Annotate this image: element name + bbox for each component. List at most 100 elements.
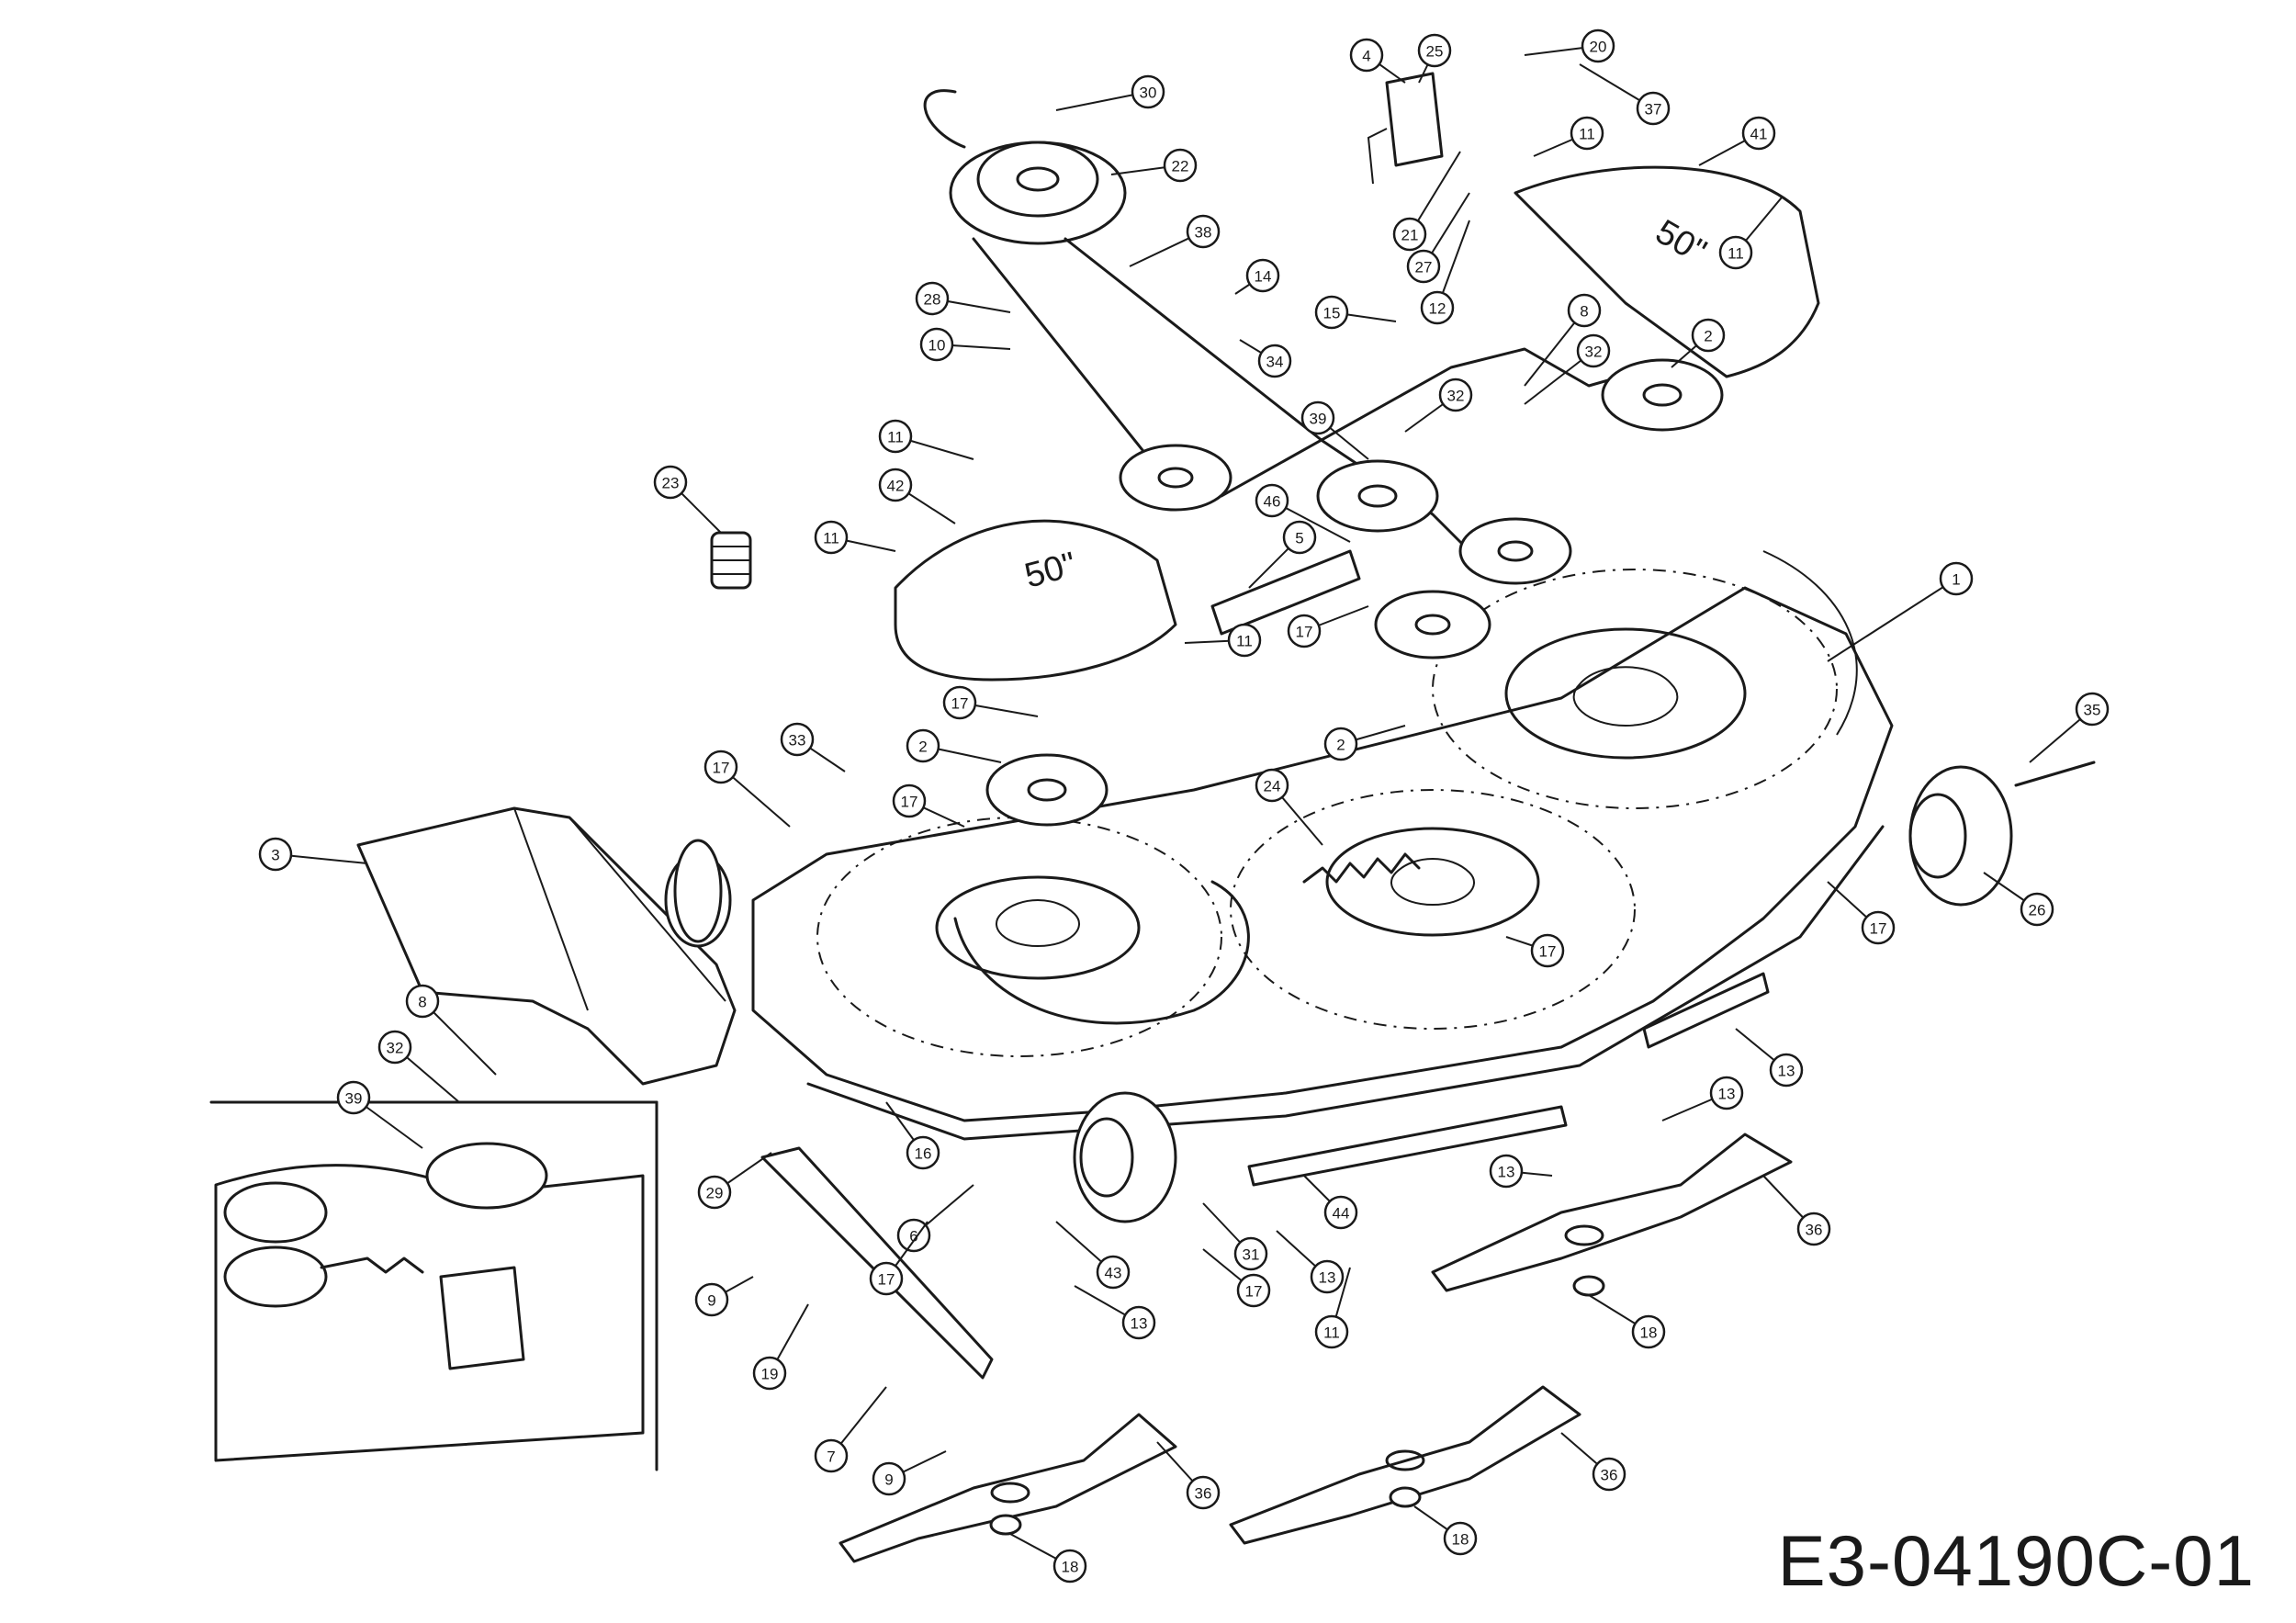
rear-baffle-44: [1247, 1105, 1568, 1187]
callout-balloon: [258, 837, 293, 872]
callout-41: 41: [1698, 116, 1776, 166]
callout-balloon: [814, 520, 849, 555]
gauge-wheel-front: [1073, 1091, 1177, 1223]
callout-6: 6: [896, 1184, 974, 1253]
callout-43: 43: [1055, 1221, 1131, 1290]
callout-balloon: [892, 783, 927, 818]
callout-number: 8: [1580, 303, 1588, 321]
callout-balloon: [1314, 295, 1349, 330]
callout-46: 46: [1255, 483, 1351, 543]
callout-balloon: [869, 1261, 904, 1296]
callout-balloon: [1581, 28, 1615, 63]
callout-number: 13: [1498, 1164, 1515, 1181]
callout-number: 1: [1952, 571, 1960, 589]
callout-balloon: [697, 1175, 732, 1210]
callout-28: 28: [915, 281, 1011, 316]
callout-16: 16: [885, 1101, 940, 1170]
callout-balloon: [653, 465, 688, 500]
callout-13: 13: [1489, 1154, 1553, 1189]
callout-11: 11: [1718, 197, 1783, 270]
discharge-chute: [356, 806, 737, 1086]
callout-number: 13: [1131, 1315, 1148, 1333]
callout-number: 8: [418, 994, 426, 1011]
callout-number: 17: [1296, 624, 1313, 641]
callout-number: 25: [1426, 43, 1444, 61]
callout-21: 21: [1392, 151, 1461, 252]
callout-balloon: [1186, 1475, 1221, 1510]
callout-32: 32: [1404, 378, 1473, 433]
callout-number: 11: [887, 429, 904, 446]
idler-arm: [1210, 549, 1361, 636]
callout-balloon: [1741, 116, 1776, 151]
callout-22: 22: [1110, 148, 1198, 183]
callout-balloon: [1567, 293, 1602, 328]
callout-balloon: [1255, 483, 1289, 518]
callout-balloon: [1392, 217, 1427, 252]
callout-balloon: [872, 1461, 906, 1496]
left-belt-shield: 50": [894, 519, 1177, 682]
callout-8: 8: [1524, 293, 1602, 387]
front-baffle-7: [760, 1146, 994, 1380]
callout-balloon: [1096, 1255, 1131, 1290]
callout-balloon: [1417, 33, 1452, 68]
callout-balloon: [1233, 1236, 1268, 1271]
callout-number: 13: [1778, 1063, 1795, 1080]
callout-number: 36: [1601, 1467, 1618, 1484]
callout-4: 4: [1349, 38, 1406, 84]
callout-8: 8: [405, 984, 497, 1076]
callout-number: 36: [1806, 1222, 1823, 1239]
callout-balloon: [1489, 1154, 1524, 1189]
idler-pulley-center: [1119, 444, 1232, 512]
callout-balloon: [1631, 1314, 1666, 1349]
idler-spring: [1302, 852, 1421, 884]
callout-18: 18: [1413, 1505, 1478, 1556]
callout-number: 38: [1195, 224, 1212, 242]
callout-number: 11: [1323, 1324, 1340, 1342]
callout-39: 39: [336, 1080, 423, 1149]
callout-17: 17: [942, 685, 1039, 720]
callout-balloon: [1310, 1259, 1345, 1294]
callout-9: 9: [694, 1276, 754, 1317]
callout-number: 39: [1310, 411, 1327, 428]
callout-number: 16: [915, 1145, 932, 1163]
callout-balloon: [1576, 333, 1611, 368]
callout-10: 10: [919, 327, 1011, 362]
gauge-wheel-right: [1908, 765, 2013, 907]
callout-balloon: [1443, 1521, 1478, 1556]
callout-11: 11: [814, 520, 896, 555]
callout-number: 12: [1429, 300, 1446, 318]
callout-balloon: [1691, 318, 1726, 353]
callout-balloon: [942, 685, 977, 720]
callout-number: 15: [1323, 305, 1341, 322]
callout-number: 37: [1645, 101, 1662, 118]
callout-1: 1: [1827, 561, 1974, 662]
callout-balloon: [1406, 249, 1441, 284]
callout-18: 18: [1588, 1294, 1666, 1349]
drawing-code: E3-04190C-01: [1777, 1520, 2255, 1601]
callout-17: 17: [869, 1221, 929, 1296]
callout-number: 3: [271, 847, 279, 864]
callout-38: 38: [1129, 214, 1221, 267]
callout-19: 19: [752, 1303, 809, 1391]
callout-number: 26: [2029, 902, 2046, 919]
callout-number: 4: [1362, 48, 1370, 65]
callout-balloon: [1255, 768, 1289, 803]
blade-nuts: [989, 1275, 1605, 1536]
callout-balloon: [2075, 692, 2110, 727]
callout-balloon: [906, 1135, 940, 1170]
callout-balloon: [878, 468, 913, 502]
callout-balloon: [1245, 258, 1280, 293]
callout-number: 11: [823, 530, 839, 547]
callout-11: 11: [1184, 623, 1262, 658]
callout-number: 17: [901, 794, 918, 811]
callout-34: 34: [1239, 339, 1292, 378]
callout-number: 29: [706, 1185, 724, 1202]
callout-number: 21: [1401, 227, 1419, 244]
callout-number: 13: [1718, 1086, 1736, 1103]
callout-balloon: [1163, 148, 1198, 183]
spindle-pulley-left: [985, 753, 1109, 827]
callout-number: 33: [789, 732, 806, 750]
callout-number: 2: [1704, 328, 1712, 345]
